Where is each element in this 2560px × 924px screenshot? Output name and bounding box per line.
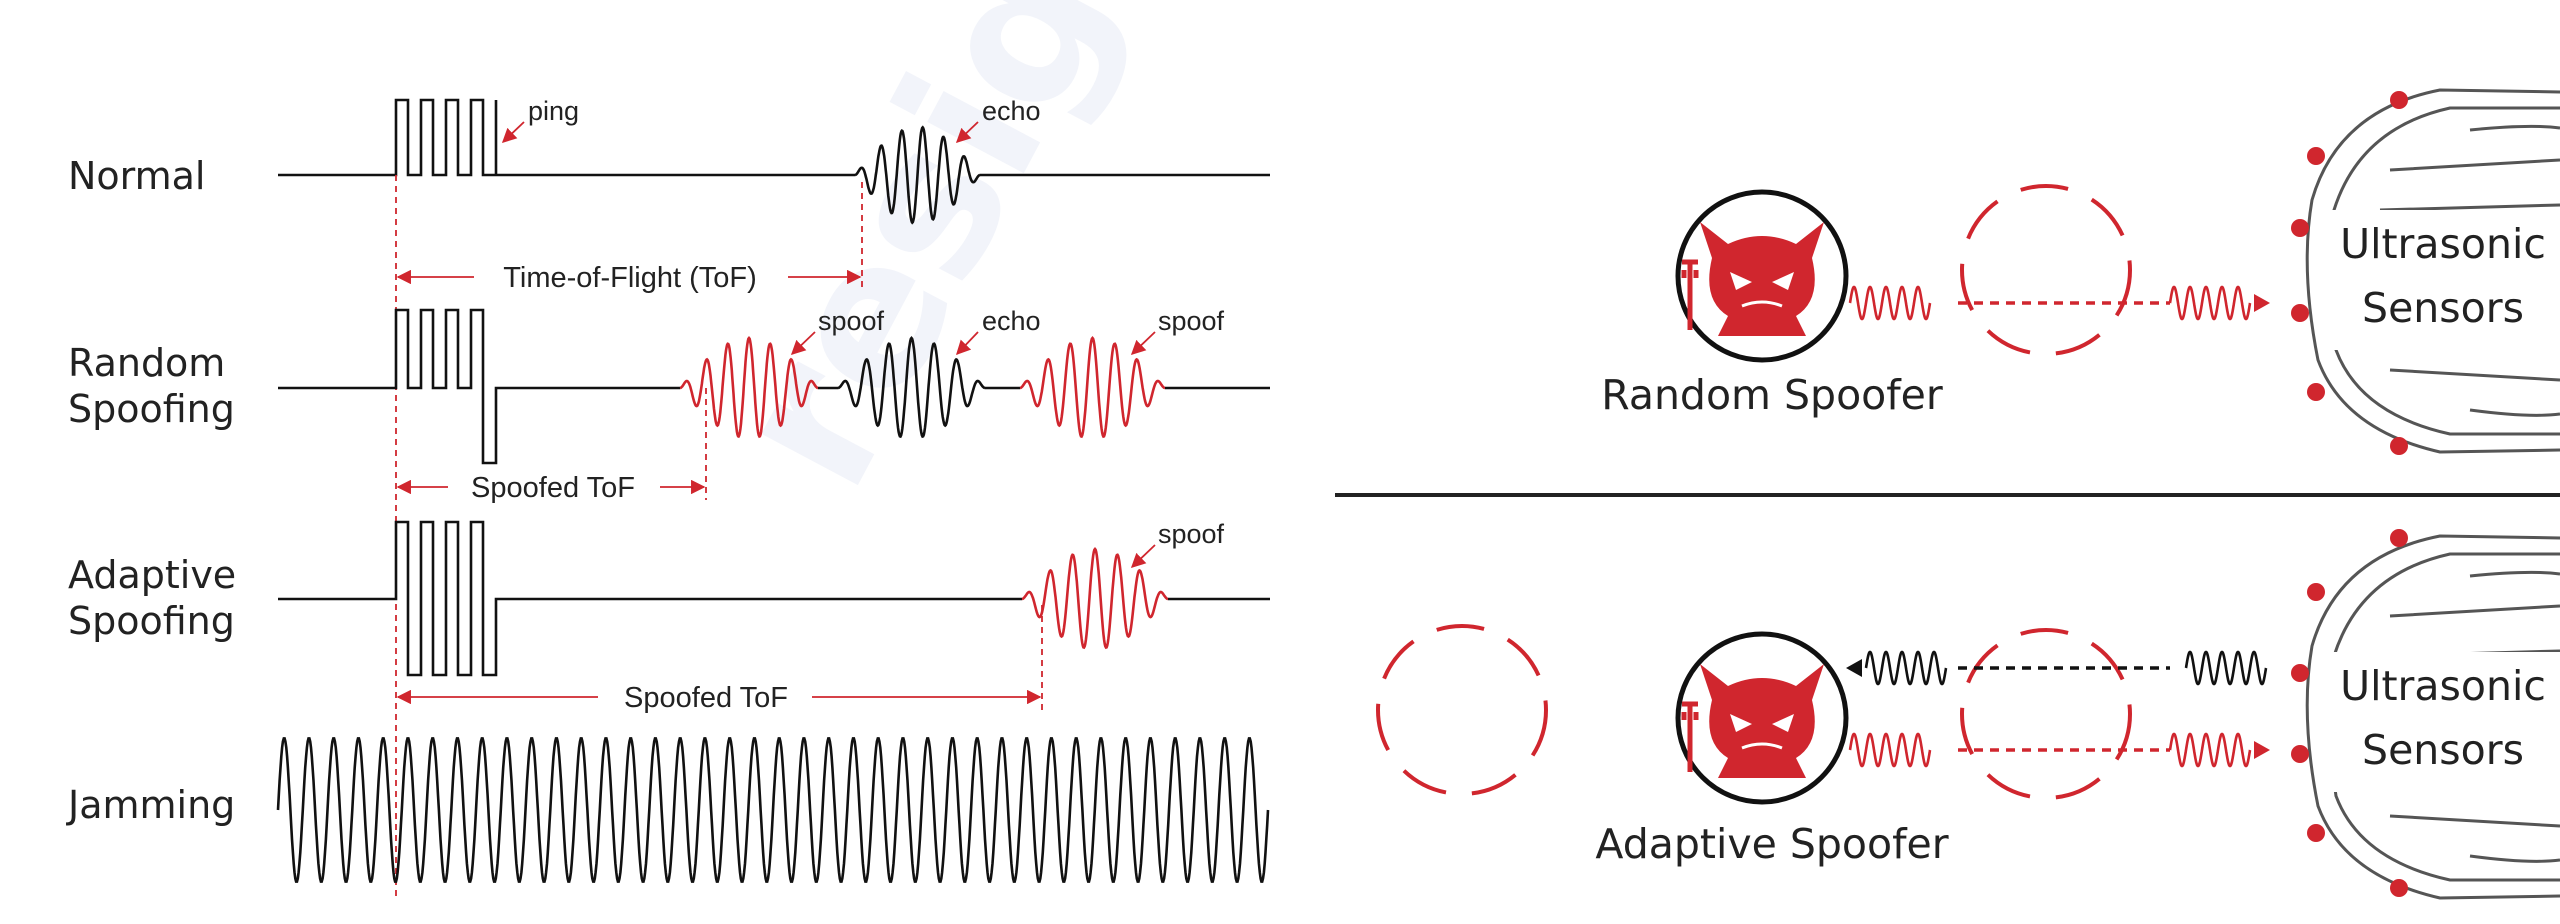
spoof-label-random-1: spoof	[818, 306, 885, 336]
tof-label-normal: Time-of-Flight (ToF)	[503, 262, 757, 294]
adaptive-spoof-wave	[1021, 547, 1169, 650]
spoof-arrow-random-2	[1130, 331, 1156, 355]
adaptive-spoofer-devil-icon	[1675, 631, 1849, 805]
adaptive-outer-zone-circle	[1376, 624, 1548, 796]
right-panel-top: Random Spoofer Ultrasonic Sensors	[1601, 88, 2560, 455]
random-spoof-wave-1	[679, 336, 819, 439]
random-spoofer-label: Random Spoofer	[1601, 371, 1943, 419]
sensor-dots-top	[2291, 91, 2408, 455]
adaptive-spoof-arrowhead	[2254, 741, 2270, 759]
row-label-normal: Normal	[68, 154, 206, 198]
row-label-random-1: Random	[68, 341, 225, 385]
watermark-text: resight	[687, 0, 1270, 523]
left-panel: Normal Random Spoofing Adaptive Spoofing…	[66, 96, 1270, 900]
sensor-label-bottom-1: Ultrasonic	[2340, 662, 2546, 710]
spoof-label-adaptive: spoof	[1158, 519, 1225, 549]
random-spoofer-emit-wave	[1848, 285, 1932, 321]
spoof-label-random-2: spoof	[1158, 306, 1225, 336]
adaptive-ping-line	[278, 520, 1022, 677]
jamming-wave	[276, 737, 1270, 883]
random-echo-wave	[837, 336, 986, 439]
echo-label-random: echo	[982, 306, 1041, 336]
random-spoofer-arrive-wave	[2168, 285, 2252, 321]
echo-arrow-random	[956, 331, 979, 356]
random-spoof-arrowhead	[2254, 294, 2270, 312]
watermark: resight	[687, 0, 1270, 523]
random-spoofer-devil-icon	[1675, 189, 1849, 363]
normal-signal-line	[278, 98, 855, 177]
row-label-random-2: Spoofing	[68, 387, 235, 431]
spoof-arrow-adaptive	[1130, 544, 1156, 568]
adaptive-receive-arrowhead	[1846, 659, 1862, 677]
sensor-label-top-2: Sensors	[2362, 284, 2524, 332]
sensor-label-bg-top	[2326, 210, 2560, 350]
row-label-adaptive-1: Adaptive	[68, 553, 236, 597]
sensor-label-top-1: Ultrasonic	[2340, 220, 2546, 268]
right-panel-bottom: Adaptive Spoofer Ultrasonic Sensors	[1376, 529, 2560, 900]
row-label-jamming: Jamming	[66, 783, 235, 827]
sensor-label-bg-bottom	[2326, 652, 2560, 792]
random-ping-line	[278, 308, 680, 465]
adaptive-receive-wave-left	[1864, 650, 1948, 686]
spoof-arrow-random-1	[790, 331, 816, 355]
random-spoof-zone-circle	[1960, 184, 2132, 356]
sensor-label-bottom-2: Sensors	[2362, 726, 2524, 774]
adaptive-emit-wave	[1848, 732, 1932, 768]
adaptive-spoof-zone-circle	[1960, 628, 2132, 800]
ping-label: ping	[528, 96, 579, 126]
tof-label-adaptive: Spoofed ToF	[624, 682, 788, 714]
tof-label-random: Spoofed ToF	[471, 472, 635, 504]
adaptive-receive-wave-right	[2184, 650, 2268, 686]
row-label-adaptive-2: Spoofing	[68, 599, 235, 643]
sensor-dots-bottom	[2291, 529, 2408, 897]
adaptive-spoofer-label: Adaptive Spoofer	[1595, 820, 1948, 868]
normal-echo-wave	[854, 125, 981, 225]
random-spoof-wave-2	[1019, 336, 1166, 439]
echo-arrow-normal	[955, 121, 979, 143]
echo-label-normal: echo	[982, 96, 1041, 126]
ping-arrow	[501, 121, 525, 143]
adaptive-arrive-wave	[2168, 732, 2252, 768]
